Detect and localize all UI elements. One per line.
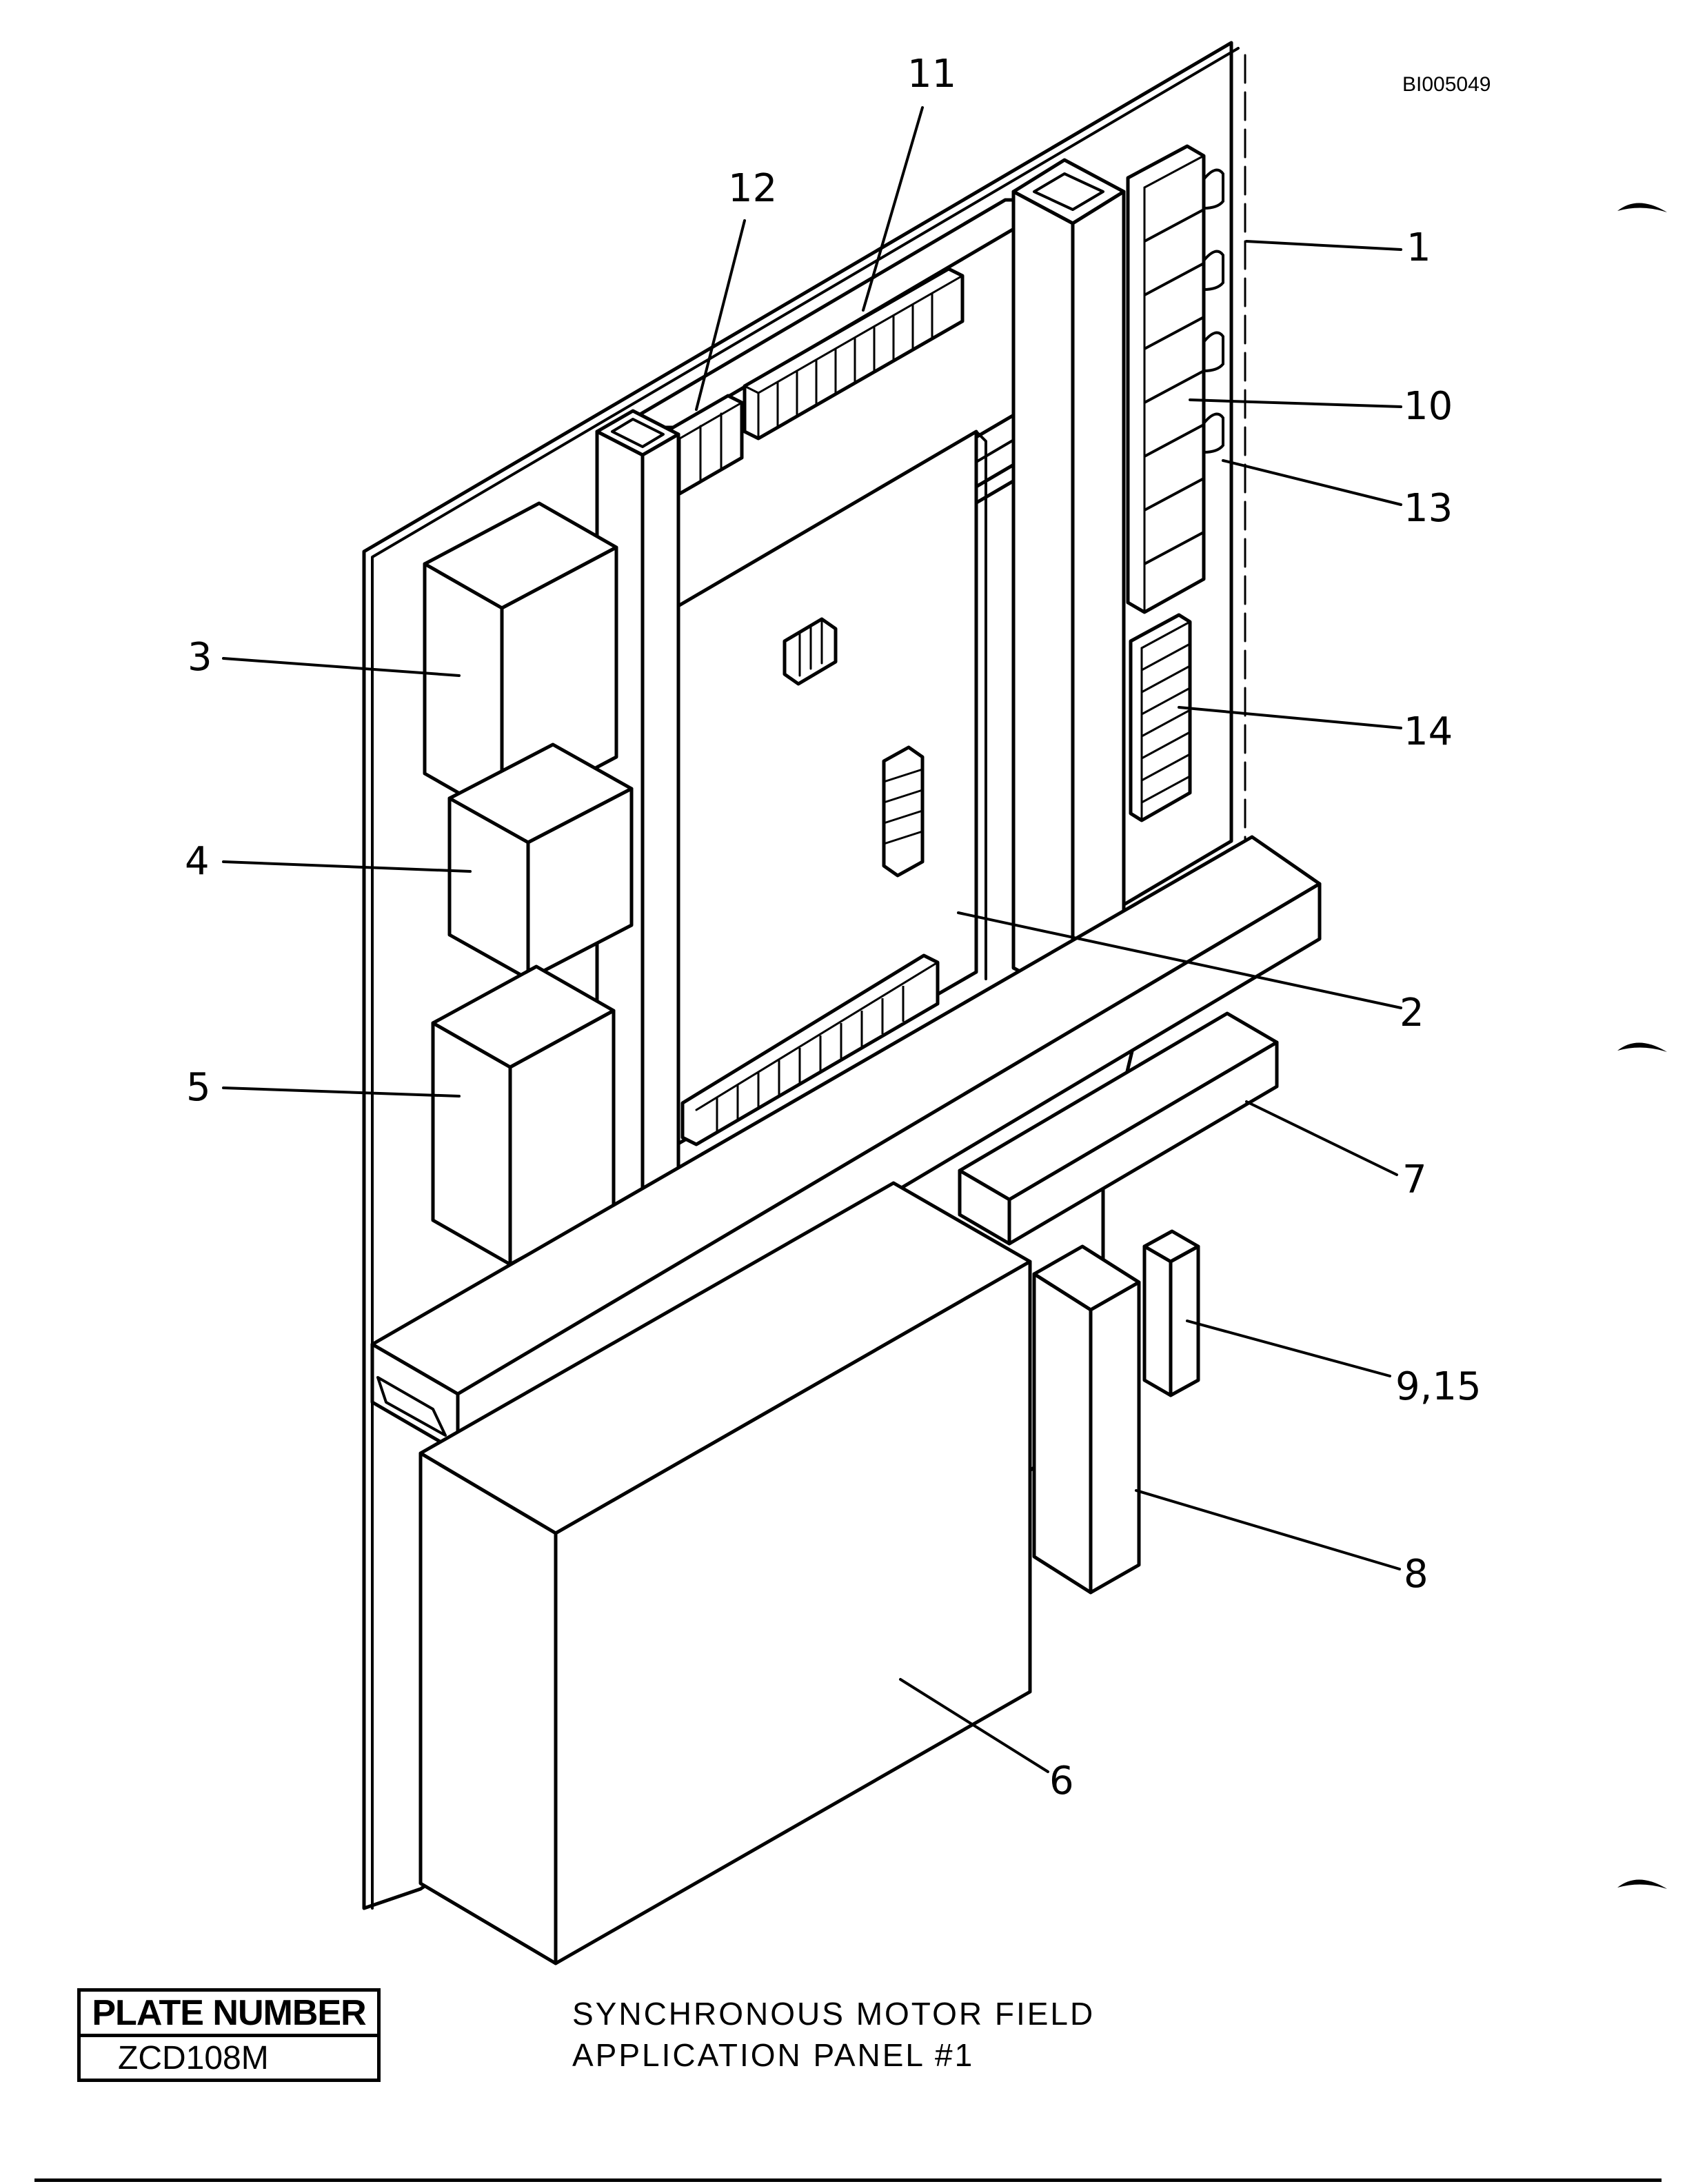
binder-hole-mark-middle [1617, 1042, 1667, 1052]
relay-stack [1126, 144, 1224, 614]
right-wiring-duct [1011, 158, 1126, 1002]
plate-number: ZCD108M [118, 2040, 269, 2076]
drawing-title-line-2: APPLICATION PANEL #1 [572, 2037, 975, 2073]
right-terminal-block [1129, 613, 1192, 822]
callout-3: 3 [188, 635, 212, 680]
callout-12: 12 [728, 166, 777, 211]
callout-numbers: 1 2 3 4 5 6 7 8 9,15 10 11 12 13 14 [185, 52, 1482, 1803]
lower-board-terminal-strip [680, 953, 940, 1146]
binder-hole-mark-bottom [1617, 1879, 1667, 1889]
upper-terminal-strip [743, 267, 965, 441]
center-circuit-board [675, 429, 987, 1146]
relay-indicator-tabs [1202, 168, 1224, 454]
bottom-right-module [1032, 1244, 1141, 1595]
upper-left-component [423, 501, 618, 820]
callout-2: 2 [1400, 991, 1424, 1035]
callout-7: 7 [1402, 1157, 1427, 1202]
large-bottom-enclosure [418, 1181, 1032, 1965]
callout-11: 11 [907, 52, 956, 97]
callout-leader-lines [222, 106, 1402, 1773]
drawing-title-line-1: SYNCHRONOUS MOTOR FIELD [572, 1996, 1096, 2032]
document-id: BI005049 [1402, 73, 1491, 96]
plate-number-box: PLATE NUMBER ZCD108M [77, 1988, 381, 2082]
callout-4: 4 [185, 839, 210, 884]
callout-6: 6 [1049, 1759, 1074, 1803]
callout-8: 8 [1404, 1552, 1429, 1597]
callout-5: 5 [186, 1065, 211, 1110]
callout-13: 13 [1404, 486, 1453, 531]
middle-left-component [447, 742, 634, 981]
binder-hole-mark-top [1617, 203, 1667, 212]
small-horizontal-bar [958, 1011, 1279, 1246]
callout-9-15: 9,15 [1395, 1364, 1482, 1409]
bottom-rule [34, 2178, 1662, 2182]
callout-14: 14 [1404, 709, 1453, 754]
plate-label: PLATE NUMBER [81, 1992, 377, 2037]
callout-1: 1 [1406, 225, 1431, 270]
vertical-terminal-block [1142, 1229, 1200, 1397]
callout-10: 10 [1404, 384, 1453, 429]
